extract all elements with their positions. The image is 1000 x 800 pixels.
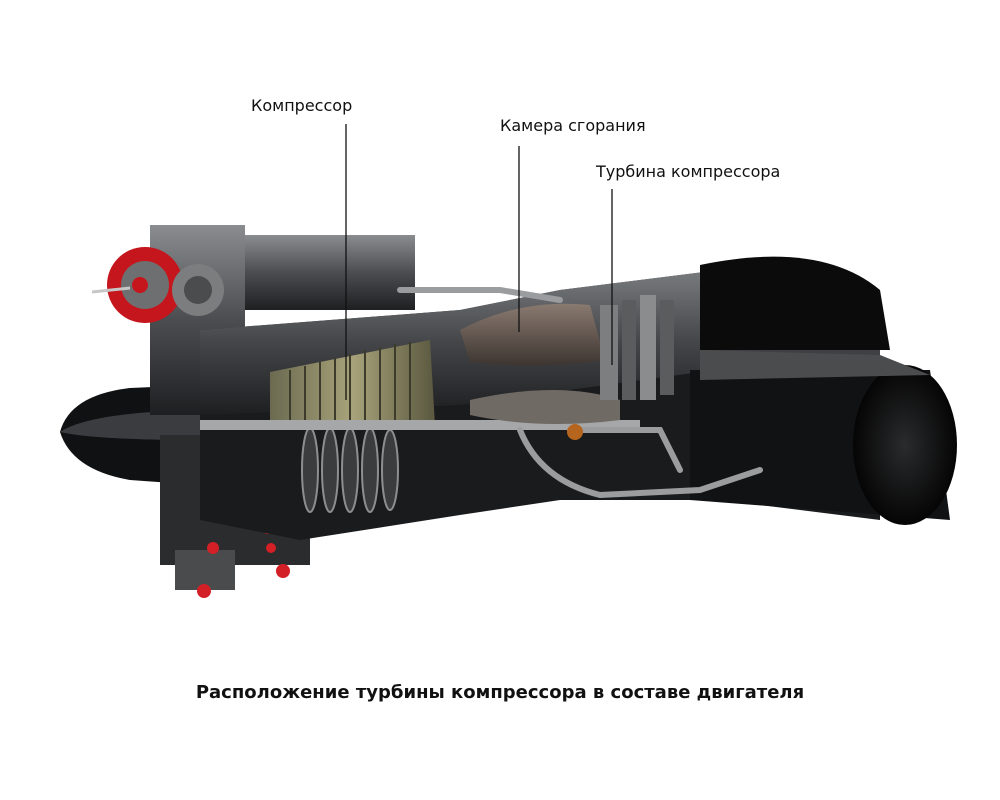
compressor-turbine-label: Турбина компрессора — [596, 162, 781, 181]
combustion-chamber — [460, 303, 620, 424]
combustion-chamber-label: Камера сгорания — [500, 116, 646, 135]
diagram-caption: Расположение турбины компрессора в соста… — [195, 682, 805, 703]
main-shaft — [200, 420, 640, 430]
gearbox — [91, 225, 415, 598]
compressor-label: Компрессор — [251, 96, 353, 115]
sensor-fitting — [567, 424, 583, 440]
external-piping — [397, 287, 763, 499]
compressor-turbine — [600, 295, 674, 400]
exhaust-nozzle — [690, 256, 957, 525]
